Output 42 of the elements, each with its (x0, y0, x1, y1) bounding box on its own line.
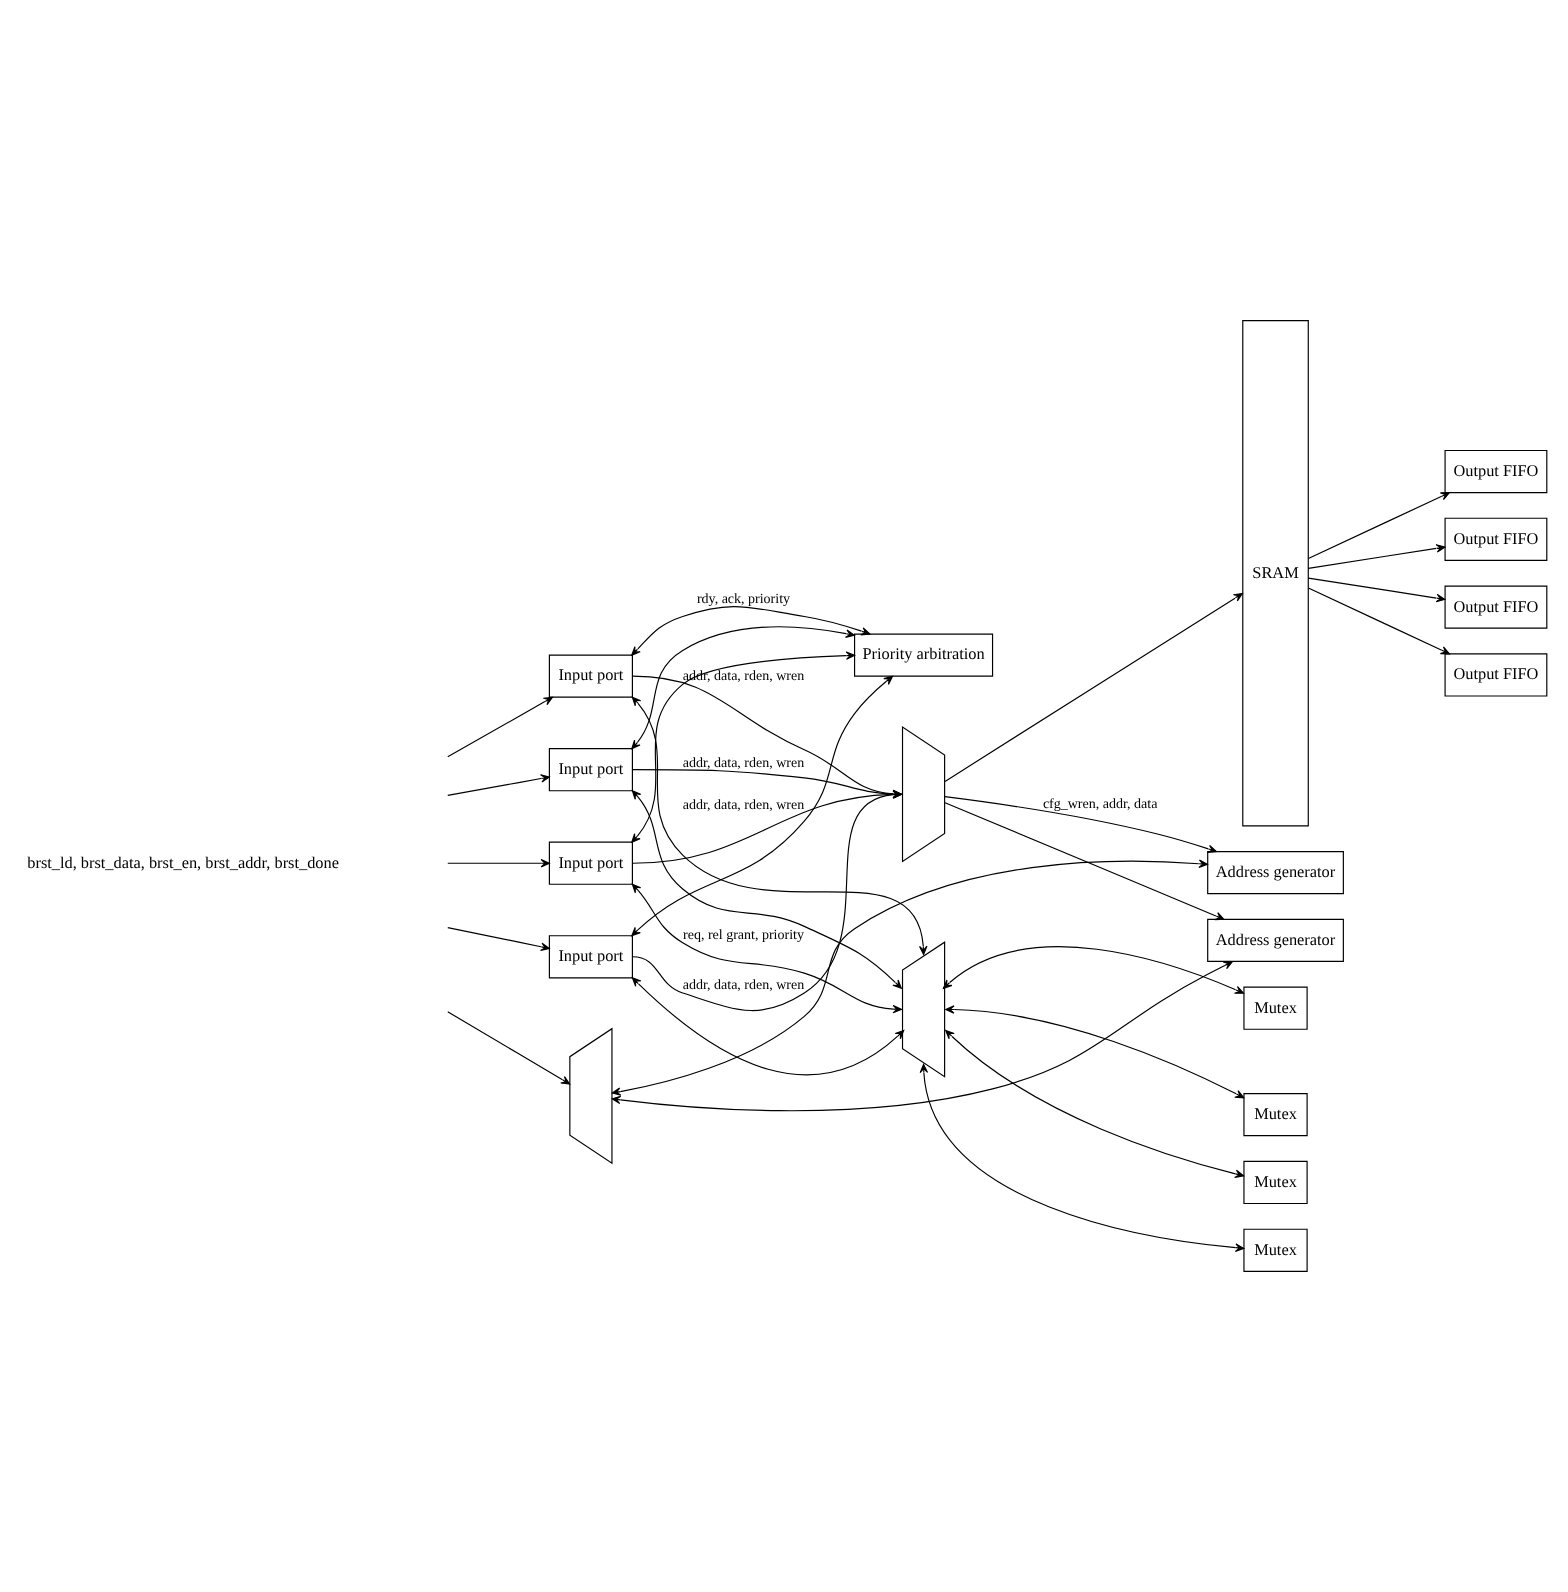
label: brst_ld, brst_data, brst_en, brst_addr, brst_done (27, 853, 339, 872)
arrow (631, 883, 902, 1014)
arrow (1307, 577, 1446, 603)
arrow (942, 946, 1245, 994)
node-box: Mutex (1243, 1228, 1308, 1272)
node-box: Output FIFO (1444, 653, 1548, 697)
node-trapezoid (901, 725, 946, 863)
arrow (631, 626, 855, 750)
arrow (631, 977, 905, 1076)
arrow (919, 1063, 1245, 1252)
arrow (631, 769, 902, 799)
node-box: Output FIFO (1444, 449, 1548, 494)
node-box: Input port (548, 935, 633, 979)
arrow (631, 696, 928, 956)
node-box: Mutex (1243, 1160, 1308, 1205)
arrow (631, 651, 856, 843)
node-box: Mutex (1243, 986, 1308, 1030)
arrow (1307, 587, 1450, 655)
node-box: Input port (548, 654, 633, 698)
arrow (945, 1005, 1245, 1099)
arrow (631, 790, 902, 864)
arrow (945, 1029, 1245, 1178)
node-box: Output FIFO (1444, 585, 1548, 629)
arrow (631, 675, 902, 799)
arrow (1307, 544, 1446, 569)
arrow (631, 675, 894, 937)
node-box: Input port (548, 841, 633, 885)
arrow (631, 606, 871, 656)
node-box: Mutex (1243, 1093, 1308, 1137)
arrow (1307, 492, 1450, 560)
node-box: Output FIFO (1444, 517, 1548, 561)
node-box: Priority arbitration (854, 633, 994, 677)
node-box: Address generator (1207, 850, 1344, 895)
arrow (944, 796, 1217, 854)
arrow (944, 802, 1225, 921)
node-box: SRAM (1242, 320, 1309, 827)
node-box: Input port (548, 748, 633, 792)
arrow (944, 592, 1243, 782)
node-trapezoid (569, 1027, 613, 1165)
arrow (611, 961, 1233, 1112)
node-box: Address generator (1207, 918, 1344, 963)
arrow (611, 859, 1208, 1096)
